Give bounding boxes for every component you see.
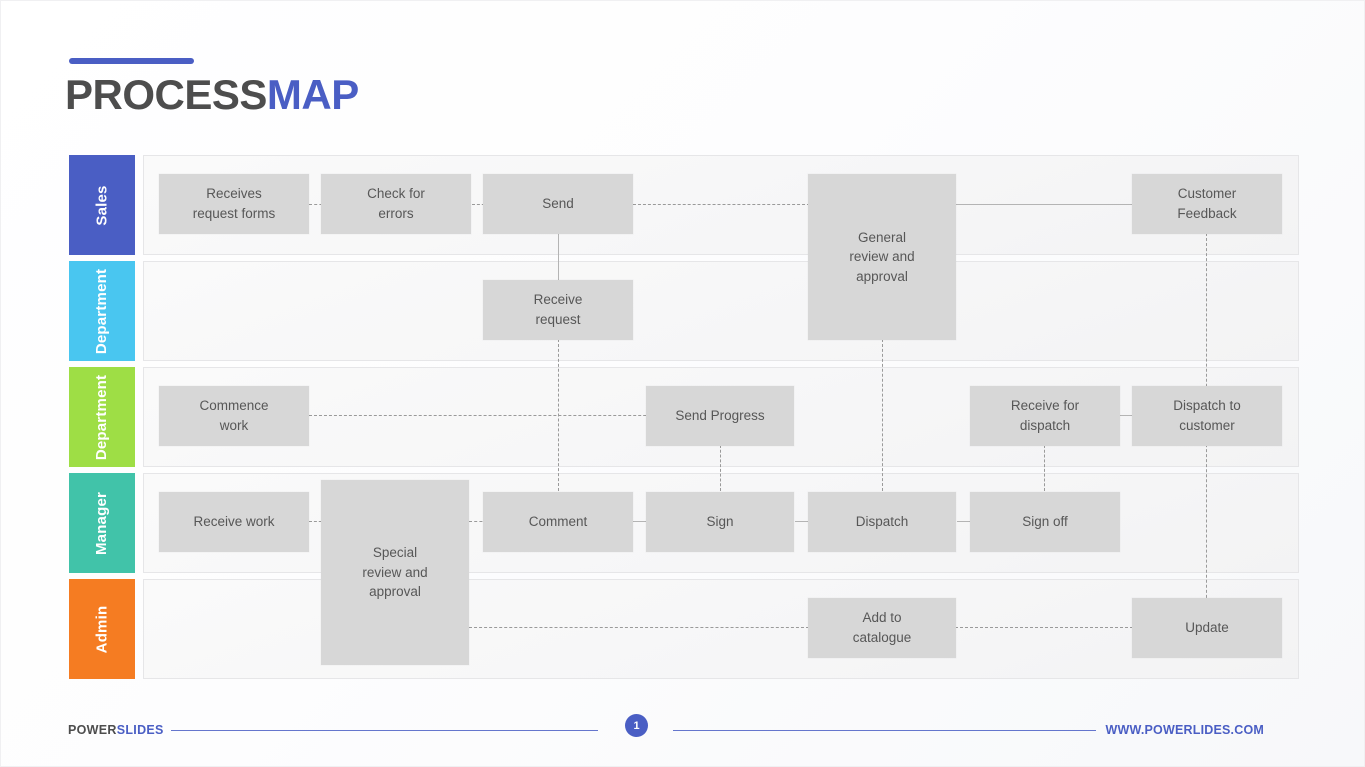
connector-special-review-to-add-catalogue — [469, 627, 809, 628]
swimlane-admin: Admin — [69, 579, 1299, 679]
brand-part-power: POWER — [68, 723, 117, 737]
node-comment[interactable]: Comment — [483, 492, 633, 552]
page-number-badge: 1 — [625, 714, 648, 737]
connector-send-progress-to-sign — [720, 445, 721, 491]
node-receive-work[interactable]: Receive work — [159, 492, 309, 552]
brand-logo: POWERSLIDES — [68, 723, 164, 737]
footer-website[interactable]: WWW.POWERLIDES.COM — [1105, 723, 1264, 737]
connector-send-to-receive-request — [558, 233, 559, 283]
lane-header-manager[interactable]: Manager — [69, 473, 135, 573]
lane-body-department-1 — [143, 261, 1299, 361]
connector-general-review-to-dispatch — [882, 339, 883, 491]
lane-body-admin — [143, 579, 1299, 679]
lane-header-sales[interactable]: Sales — [69, 155, 135, 255]
process-map-diagram: Sales Department Department Manager Admi — [69, 155, 1299, 679]
brand-part-slides: SLIDES — [116, 723, 164, 737]
title-part-map: MAP — [266, 71, 359, 118]
lane-header-department-2[interactable]: Department — [69, 367, 135, 467]
node-send[interactable]: Send — [483, 174, 633, 234]
title-accent-bar — [69, 58, 194, 64]
lane-label-sales: Sales — [93, 184, 111, 226]
connector-commence-work-to-send-progress — [309, 415, 721, 416]
node-update[interactable]: Update — [1132, 598, 1282, 658]
lane-label-department-2: Department — [93, 374, 111, 460]
footer: POWERSLIDES WWW.POWERLIDES.COM — [1, 706, 1364, 751]
page-title: PROCESSMAP — [65, 71, 359, 118]
footer-divider-right — [673, 730, 1096, 731]
lane-body-sales — [143, 155, 1299, 255]
lane-header-department-1[interactable]: Department — [69, 261, 135, 361]
lane-header-admin[interactable]: Admin — [69, 579, 135, 679]
lane-label-admin: Admin — [93, 605, 111, 653]
node-sign[interactable]: Sign — [646, 492, 794, 552]
footer-divider-left — [171, 730, 598, 731]
node-send-progress[interactable]: Send Progress — [646, 386, 794, 446]
connector-add-catalogue-to-update — [955, 627, 1133, 628]
swimlane-department-1: Department — [69, 261, 1299, 361]
node-sign-off[interactable]: Sign off — [970, 492, 1120, 552]
lane-label-department-1: Department — [93, 268, 111, 354]
title-part-process: PROCESS — [65, 71, 267, 118]
connector-send-to-general-review — [633, 204, 810, 205]
connector-general-review-to-customer-feedback — [955, 204, 1133, 205]
lane-label-manager: Manager — [93, 491, 111, 555]
connector-receive-dispatch-to-dispatch-customer — [1120, 415, 1133, 416]
connector-dispatch-to-receive-for-dispatch — [1044, 445, 1045, 491]
node-dispatch[interactable]: Dispatch — [808, 492, 956, 552]
